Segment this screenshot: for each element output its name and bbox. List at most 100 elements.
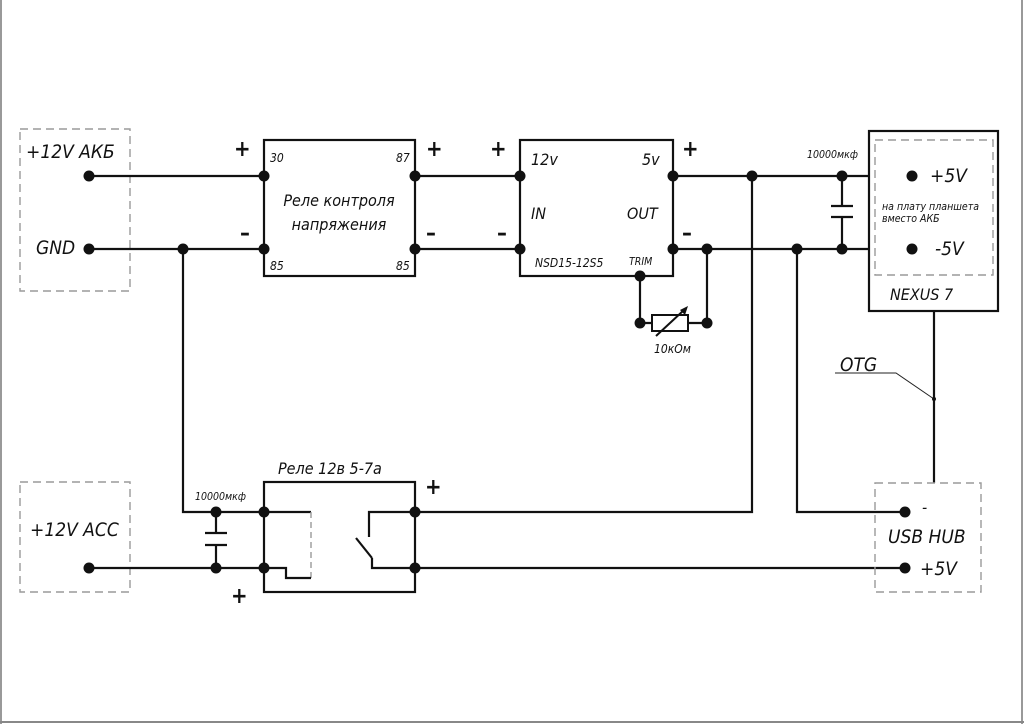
- switch-blade: [355, 537, 373, 559]
- sign-minus-dcdc-in: –: [497, 221, 507, 246]
- capacitor-top: 10000мкф: [807, 149, 858, 219]
- junction-minus-rail: [791, 243, 803, 255]
- sign-minus-relay-out: –: [426, 221, 436, 246]
- sign-plus-dcdc-in: +: [490, 137, 507, 162]
- switch-upper-contact: [367, 510, 415, 537]
- cap-top-label: 10000мкф: [807, 149, 858, 161]
- tablet-battery-area: [874, 139, 994, 276]
- pin-30: 30: [270, 151, 284, 165]
- dcdc-out-label: OUT: [627, 204, 659, 223]
- tablet-note-2: вместо АКБ: [882, 213, 940, 225]
- pin-87: 87: [396, 151, 410, 165]
- trim-resistor: 10кОм: [651, 306, 691, 356]
- tablet-minus-label: -5V: [935, 238, 965, 260]
- sign-plus-acc-relay-out: +: [425, 475, 442, 500]
- acc-source-frame: [19, 481, 131, 593]
- usb-hub-frame: [874, 482, 982, 593]
- dcdc-body: [518, 138, 675, 278]
- terminal-usb-hub-plus: [899, 562, 911, 574]
- coil-bottom-lead: [264, 566, 311, 580]
- terminal-trim: [634, 270, 646, 282]
- tablet-plus-label: +5V: [930, 165, 968, 187]
- terminal-resistor-right: [701, 317, 713, 329]
- junction-dots: [83, 170, 918, 574]
- sign-minus-dcdc-out: –: [682, 221, 692, 246]
- junction-gnd: [177, 243, 189, 255]
- terminal-relay-85-in: [258, 243, 270, 255]
- voltage-relay-title-2: напряжения: [292, 215, 387, 234]
- terminal-relay-85-out: [409, 243, 421, 255]
- terminal-dcdc-in-plus: [514, 170, 526, 182]
- terminal-relay-87: [409, 170, 421, 182]
- pin-85-out: 85: [396, 259, 410, 273]
- terminal-tablet-plus: [906, 170, 918, 182]
- tablet-note-1: на плату планшета: [882, 201, 979, 213]
- battery-source: +12V АКБ GND: [19, 128, 131, 292]
- usb-hub-plus-label: +5V: [920, 558, 958, 580]
- junction-cap-top-minus: [836, 243, 848, 255]
- gnd-label: GND: [36, 237, 75, 259]
- otg-leader: [835, 372, 935, 400]
- wire-trim-return: [688, 249, 709, 325]
- wire-gnd-to-acc-relay: [181, 249, 264, 514]
- acc-label: +12V ACC: [30, 519, 119, 541]
- junction-trim-return: [701, 243, 713, 255]
- dcdc-model: NSD15-12S5: [535, 256, 603, 270]
- tablet-body: [867, 129, 1000, 313]
- terminal-usb-hub-minus: [899, 506, 911, 518]
- terminal-dcdc-in-minus: [514, 243, 526, 255]
- terminal-acc-relay-coil-bottom: [258, 562, 270, 574]
- tablet-name: NEXUS 7: [890, 285, 954, 304]
- resistor-label: 10кОм: [654, 342, 691, 356]
- acc-relay-title: Реле 12в 5-7а: [278, 459, 382, 478]
- terminal-dcdc-out-minus: [667, 243, 679, 255]
- switch-lower-contact: [370, 558, 415, 570]
- resistor-variable-arrow: [655, 309, 685, 337]
- pin-85-in: 85: [270, 259, 284, 273]
- sign-plus-relay-out: +: [426, 137, 443, 162]
- acc-relay-body: [262, 480, 417, 594]
- terminal-resistor-left: [634, 317, 646, 329]
- terminal-acc-relay-switch-top: [409, 506, 421, 518]
- dcdc-trim-label: TRIM: [629, 256, 652, 268]
- dcdc-in-voltage: 12v: [531, 150, 558, 169]
- sign-plus-dcdc-out: +: [682, 137, 699, 162]
- sign-plus-acc-relay-in: +: [231, 584, 248, 609]
- voltage-relay-body: [262, 138, 417, 278]
- sign-minus-relay-in: –: [240, 221, 250, 246]
- resistor-arrow-head: [680, 306, 688, 315]
- junction-cap-bottom-bottom: [210, 562, 222, 574]
- terminal-acc-relay-switch-bottom: [409, 562, 421, 574]
- sign-plus-relay-in: +: [234, 137, 251, 162]
- dcdc-converter: 12v 5v IN OUT NSD15-12S5 TRIM: [518, 138, 675, 278]
- usb-hub: - USB HUB +5V: [874, 482, 982, 593]
- acc-relay: Реле 12в 5-7а: [262, 459, 417, 594]
- usb-hub-name: USB HUB: [888, 526, 966, 548]
- voltage-relay-title-1: Реле контроля: [283, 191, 395, 210]
- wire-trim: [638, 276, 652, 325]
- terminal-tablet-minus: [906, 243, 918, 255]
- terminal-battery-plus: [83, 170, 95, 182]
- terminal-relay-30: [258, 170, 270, 182]
- tablet-nexus7: +5V -5V на плату планшета вместо АКБ NEX…: [867, 129, 1000, 313]
- otg-leader-dot: [932, 397, 936, 401]
- battery-label: +12V АКБ: [26, 141, 115, 163]
- wire-minus-to-usb-hub: [795, 249, 905, 514]
- battery-source-frame: [19, 128, 131, 292]
- acc-source: +12V ACC: [19, 481, 131, 593]
- terminal-acc: [83, 562, 95, 574]
- junction-5v-rail: [746, 170, 758, 182]
- junction-cap-bottom-top: [210, 506, 222, 518]
- junction-cap-top-plus: [836, 170, 848, 182]
- voltage-relay: 30 87 85 85 Реле контроля напряжения: [262, 138, 417, 278]
- dcdc-out-voltage: 5v: [642, 150, 660, 169]
- terminal-dcdc-out-plus: [667, 170, 679, 182]
- polarity-signs: + – + – + – + – + +: [231, 137, 699, 609]
- terminal-acc-relay-coil-top: [258, 506, 270, 518]
- wire-5v-to-acc-relay: [415, 176, 754, 514]
- otg-label: OTG: [840, 354, 877, 376]
- dcdc-in-label: IN: [531, 204, 546, 223]
- cap-bottom-label: 10000мкф: [195, 491, 246, 503]
- terminal-gnd: [83, 243, 95, 255]
